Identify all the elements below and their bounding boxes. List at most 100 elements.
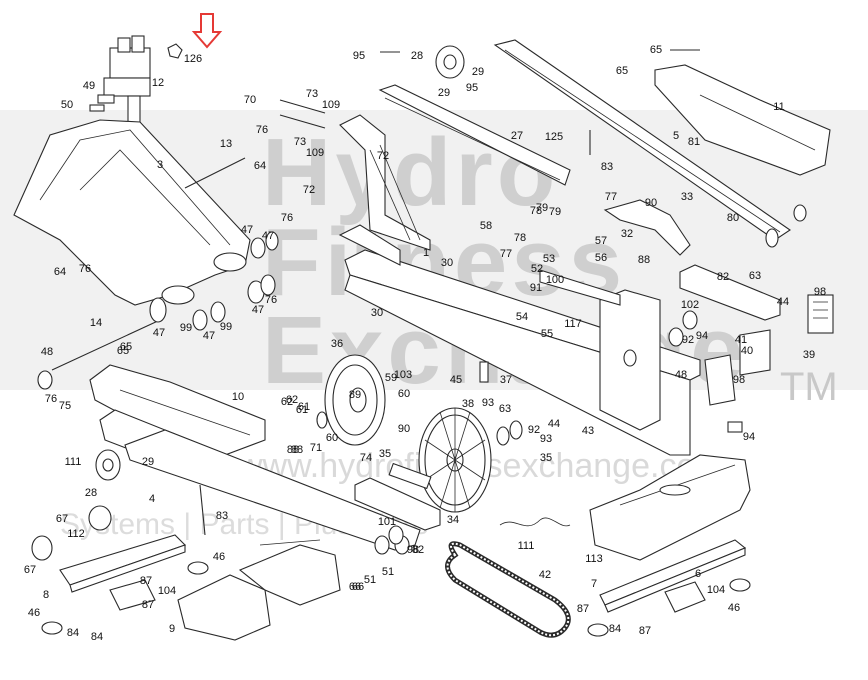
part-callout-5: 5 (673, 130, 679, 142)
part-callout-78: 78 (514, 232, 526, 244)
part-callout-29: 29 (472, 66, 484, 78)
part-callout-10: 10 (232, 391, 244, 403)
part-callout-38: 38 (462, 398, 474, 410)
part-callout-82: 82 (412, 544, 424, 556)
part-callout-76: 76 (265, 294, 277, 306)
part-callout-42: 42 (539, 569, 551, 581)
part-callout-7: 7 (591, 578, 597, 590)
part-callout-126: 126 (184, 53, 202, 65)
part-callout-99: 99 (220, 321, 232, 333)
slide-rail (378, 84, 571, 186)
bearing-set-left (37, 231, 279, 390)
part-callout-28: 28 (85, 487, 97, 499)
bracket-102 (679, 264, 781, 321)
part-callout-52: 52 (531, 263, 543, 275)
part-callout-98: 98 (733, 374, 745, 386)
part-callout-61: 61 (296, 404, 308, 416)
watermark-tm: TM (780, 365, 838, 409)
part-callout-125: 125 (545, 131, 563, 143)
part-callout-33: 33 (681, 191, 693, 203)
part-callout-76: 76 (79, 263, 91, 275)
part-callout-88: 88 (291, 444, 303, 456)
part-callout-35: 35 (379, 448, 391, 460)
part-callout-93: 93 (482, 397, 494, 409)
part-callout-65: 65 (117, 345, 129, 357)
motor-bracket-assembly (89, 35, 183, 133)
part-callout-64: 64 (54, 266, 66, 278)
part-callout-48: 48 (41, 346, 53, 358)
part-callout-56: 56 (595, 252, 607, 264)
part-callout-41: 41 (735, 334, 747, 346)
part-callout-88: 88 (638, 254, 650, 266)
part-callout-48: 48 (675, 369, 687, 381)
wire-harness (499, 517, 571, 527)
part-callout-75: 75 (59, 400, 71, 412)
part-callout-87: 87 (577, 603, 589, 615)
base-rail-left (41, 534, 209, 635)
part-callout-117: 117 (564, 318, 582, 330)
part-callout-72: 72 (303, 184, 315, 196)
part-callout-77: 77 (500, 248, 512, 260)
handle-arm-right (493, 39, 831, 241)
flywheel (324, 354, 386, 446)
part-callout-88: 88 (287, 444, 299, 456)
drive-belt (445, 541, 571, 638)
part-callout-94: 94 (743, 431, 755, 443)
part-callout-93: 93 (540, 433, 552, 445)
part-callout-43: 43 (582, 425, 594, 437)
part-callout-30: 30 (371, 307, 383, 319)
pedal-arm-left (89, 364, 421, 551)
part-callout-66: 66 (349, 581, 361, 593)
part-callout-76: 76 (45, 393, 57, 405)
part-callout-53: 53 (543, 253, 555, 265)
part-callout-64: 64 (254, 160, 266, 172)
part-callout-29: 29 (142, 456, 154, 468)
part-callout-54: 54 (516, 311, 528, 323)
part-callout-58: 58 (480, 220, 492, 232)
base-rail-right (587, 539, 751, 637)
part-callout-12: 12 (152, 77, 164, 89)
part-callout-47: 47 (203, 330, 215, 342)
part-callout-57: 57 (595, 235, 607, 247)
part-callout-45: 45 (450, 374, 462, 386)
part-callout-91: 91 (530, 282, 542, 294)
part-callout-90: 90 (645, 197, 657, 209)
part-callout-51: 51 (382, 566, 394, 578)
part-callout-29: 29 (438, 87, 450, 99)
part-callout-84: 84 (67, 627, 79, 639)
part-callout-6: 6 (695, 568, 701, 580)
part-callout-94: 94 (696, 330, 708, 342)
part-callout-47: 47 (262, 230, 274, 242)
part-callout-47: 47 (241, 224, 253, 236)
part-callout-55: 55 (541, 328, 553, 340)
part-callout-77: 77 (605, 191, 617, 203)
part-callout-63: 63 (749, 270, 761, 282)
part-callout-95: 95 (353, 50, 365, 62)
part-callout-46: 46 (213, 551, 225, 563)
part-callout-76: 76 (281, 212, 293, 224)
part-callout-60: 60 (326, 432, 338, 444)
part-callout-100: 100 (546, 274, 564, 286)
part-callout-62: 62 (281, 396, 293, 408)
part-callout-84: 84 (91, 631, 103, 643)
part-callout-78: 78 (530, 205, 542, 217)
part-callout-59: 59 (385, 372, 397, 384)
part-callout-81: 81 (688, 136, 700, 148)
part-callout-102: 102 (681, 299, 699, 311)
drive-pulley (418, 407, 492, 513)
part-callout-49: 49 (83, 80, 95, 92)
part-callout-101: 101 (378, 516, 396, 528)
part-callout-61: 61 (298, 401, 310, 413)
part-callout-9: 9 (169, 623, 175, 635)
part-callout-89: 89 (349, 389, 361, 401)
part-callout-72: 72 (377, 150, 389, 162)
watermark-line-1: Hydro (262, 119, 560, 226)
part-callout-50: 50 (61, 99, 73, 111)
part-callout-46: 46 (728, 602, 740, 614)
part-callout-34: 34 (447, 514, 459, 526)
part-callout-30: 30 (441, 257, 453, 269)
part-callout-87: 87 (639, 625, 651, 637)
part-callout-4: 4 (149, 493, 155, 505)
